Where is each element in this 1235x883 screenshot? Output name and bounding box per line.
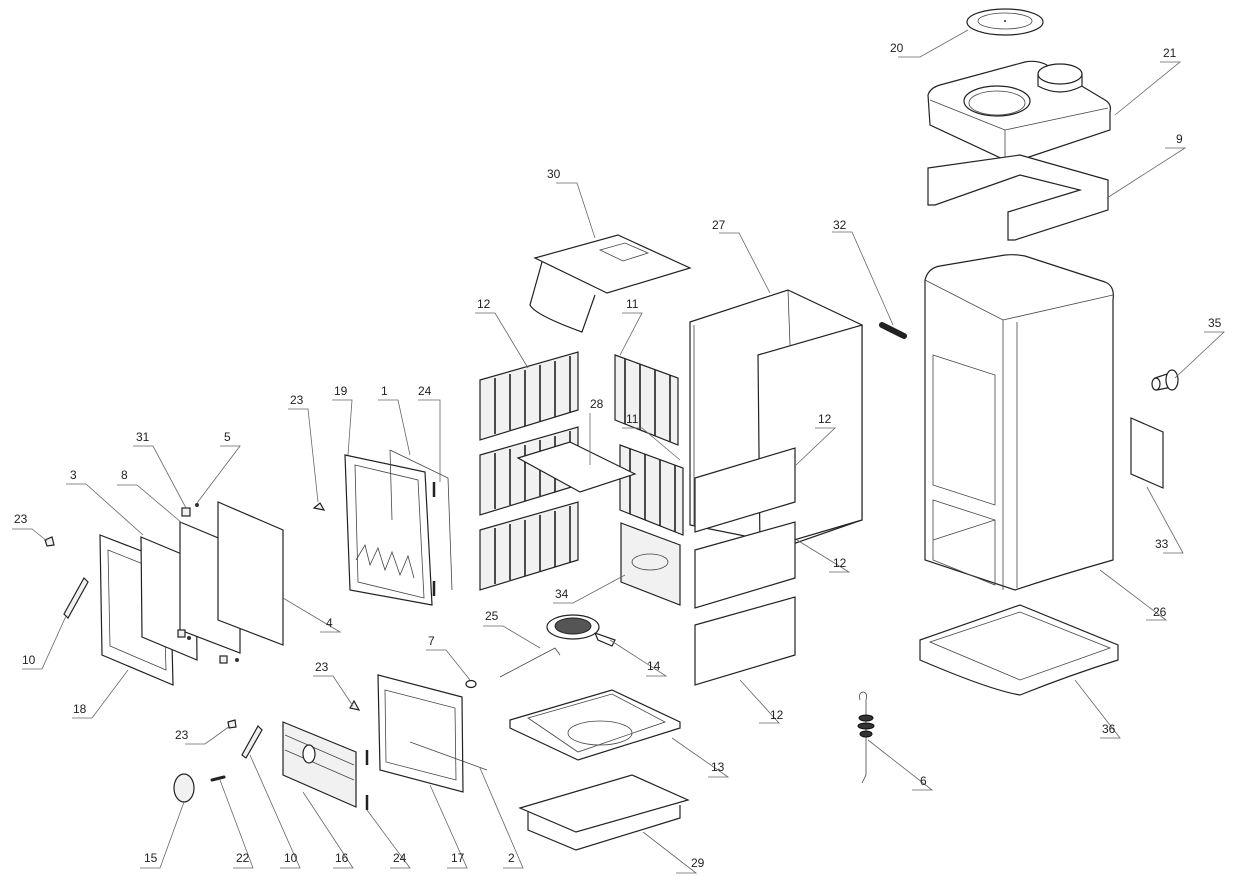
part-12-panel-lower-right bbox=[694, 596, 796, 686]
callout-28: 28 bbox=[590, 397, 604, 411]
callout-23-lower-right: 23 bbox=[315, 660, 329, 674]
part-9-u-bracket bbox=[927, 154, 1109, 241]
part-4-door-back-panel bbox=[217, 501, 284, 646]
part-12-panel-upper-right bbox=[694, 447, 796, 533]
callout-31: 31 bbox=[136, 430, 150, 444]
callout-21: 21 bbox=[1163, 46, 1177, 60]
part-11-side-panel-lower bbox=[619, 444, 684, 536]
callout-19: 19 bbox=[334, 384, 348, 398]
callout-11-upper: 11 bbox=[626, 297, 639, 311]
part-12-ribbed-panel-top bbox=[479, 351, 579, 441]
part-17-lower-door-frame bbox=[377, 674, 464, 793]
part-12-ribbed-panel-bottom bbox=[479, 501, 579, 591]
callout-labels: 20 21 9 30 27 32 35 33 26 36 6 12 11 28 … bbox=[14, 41, 1222, 870]
callout-7: 7 bbox=[428, 634, 435, 648]
callout-12-top-left: 12 bbox=[477, 297, 491, 311]
callout-10-left: 10 bbox=[22, 653, 36, 667]
part-15-knob-wheel bbox=[173, 773, 195, 803]
callout-1: 1 bbox=[381, 384, 388, 398]
callout-2: 2 bbox=[508, 851, 515, 865]
callout-27: 27 bbox=[712, 218, 726, 232]
callout-36: 36 bbox=[1102, 722, 1116, 736]
callout-30: 30 bbox=[547, 167, 561, 181]
callout-5: 5 bbox=[224, 430, 231, 444]
part-10-handles bbox=[63, 577, 263, 759]
part-19-door-frame bbox=[344, 454, 433, 606]
part-29-ash-pan bbox=[518, 774, 690, 851]
callout-32: 32 bbox=[833, 218, 847, 232]
callout-24-upper: 24 bbox=[418, 384, 432, 398]
callout-12-upper-right: 12 bbox=[818, 412, 832, 426]
callout-9: 9 bbox=[1176, 132, 1183, 146]
callout-17: 17 bbox=[451, 851, 465, 865]
callout-18: 18 bbox=[73, 702, 87, 716]
callout-3: 3 bbox=[70, 468, 77, 482]
part-32-spring bbox=[879, 322, 907, 339]
part-28-shelf-plate bbox=[516, 441, 637, 493]
part-16-lower-door bbox=[282, 721, 357, 808]
part-14-grate bbox=[546, 614, 616, 647]
callout-12-lower-right: 12 bbox=[770, 708, 784, 722]
part-13-ashpit-frame bbox=[509, 689, 681, 761]
callout-23-left: 23 bbox=[14, 512, 28, 526]
part-6-spring-hook bbox=[857, 691, 875, 784]
callout-11-lower: 11 bbox=[626, 412, 639, 426]
part-22-pin bbox=[210, 775, 226, 782]
part-2-rod bbox=[409, 741, 488, 771]
callout-12-middle-right: 12 bbox=[833, 556, 847, 570]
part-21-top-cover bbox=[927, 60, 1112, 162]
callout-24-lower: 24 bbox=[393, 851, 407, 865]
part-30-baffle bbox=[529, 234, 692, 333]
callout-16: 16 bbox=[335, 851, 349, 865]
callout-6: 6 bbox=[920, 774, 927, 788]
part-1-gasket bbox=[389, 449, 453, 591]
part-36-base bbox=[919, 604, 1119, 696]
leader-lines bbox=[12, 29, 1226, 874]
callout-8: 8 bbox=[121, 468, 128, 482]
part-12-panel-middle-right bbox=[694, 521, 796, 609]
callout-33: 33 bbox=[1155, 537, 1169, 551]
callout-13: 13 bbox=[711, 760, 725, 774]
part-7-knob bbox=[465, 679, 477, 689]
part-11-side-panel-upper bbox=[614, 354, 679, 446]
callout-20: 20 bbox=[890, 41, 904, 55]
callout-29: 29 bbox=[691, 856, 705, 870]
callout-35: 35 bbox=[1208, 316, 1222, 330]
callout-22: 22 bbox=[236, 851, 250, 865]
callout-15: 15 bbox=[144, 851, 158, 865]
part-25-rod bbox=[499, 647, 561, 678]
part-5-screws bbox=[187, 503, 239, 662]
part-33-plate bbox=[1130, 417, 1164, 489]
callout-23-lower-left: 23 bbox=[175, 728, 189, 742]
callout-4: 4 bbox=[326, 616, 333, 630]
callout-34: 34 bbox=[555, 587, 569, 601]
part-24-pins bbox=[365, 482, 436, 810]
callout-25: 25 bbox=[485, 609, 499, 623]
callout-26: 26 bbox=[1153, 605, 1167, 619]
part-35-connector bbox=[1151, 369, 1179, 391]
callout-23-upper: 23 bbox=[290, 393, 304, 407]
part-34-back-plate bbox=[620, 522, 681, 606]
part-20-flue-cap bbox=[966, 8, 1044, 36]
callout-10-lower: 10 bbox=[284, 851, 298, 865]
callout-14: 14 bbox=[647, 659, 661, 673]
part-26-outer-casing bbox=[924, 254, 1114, 591]
